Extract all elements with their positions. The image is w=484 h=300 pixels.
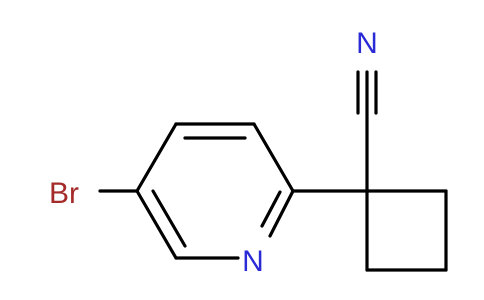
bond-c5-c6-double xyxy=(151,189,187,248)
bond-c4-c5 xyxy=(135,122,178,193)
cyclobutane-ring xyxy=(365,189,448,272)
bromine-label: Br xyxy=(49,177,79,210)
pyridine-ring xyxy=(135,122,295,260)
bond-c2-c3 xyxy=(252,122,295,193)
bond-n1-c2 xyxy=(268,189,295,238)
nitrile-triple-bond xyxy=(356,70,378,193)
pyridine-n-label: N xyxy=(242,245,264,278)
bond-c5-c6 xyxy=(135,189,178,260)
bond-n1-c2-double xyxy=(260,190,282,228)
nitrile-n-label: N xyxy=(356,27,378,60)
